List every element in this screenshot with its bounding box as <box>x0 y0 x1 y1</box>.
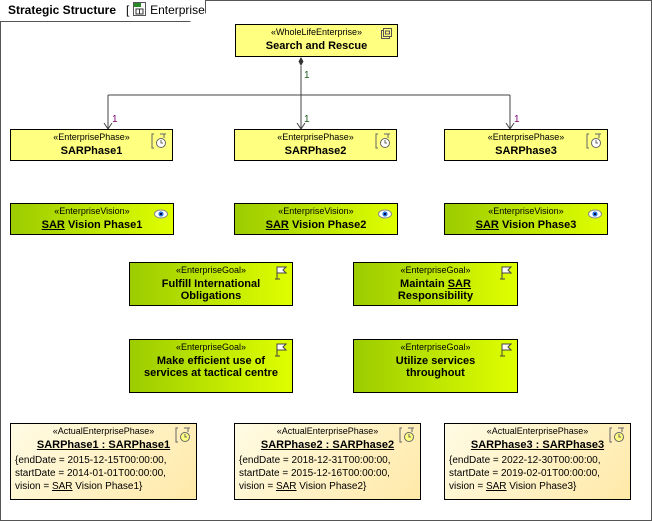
stereotype-label: «EnterprisePhase» <box>487 132 565 142</box>
block-name: Maintain <box>400 278 448 290</box>
multiplicity-label: 1 <box>514 114 520 125</box>
end-date-value: {endDate = 2018-12-31T00:00:00, <box>239 455 391 466</box>
enterprise-phase-block[interactable]: «EnterprisePhase» SARPhase1 <box>10 129 173 161</box>
eye-icon <box>588 209 602 219</box>
multiplicity-label: 1 <box>304 114 310 125</box>
stereotype-label: «EnterpriseVision» <box>488 206 564 216</box>
start-date-value: startDate = 2015-12-16T00:00:00, <box>239 468 390 479</box>
flag-icon <box>500 266 512 280</box>
sar-link[interactable]: SAR <box>265 219 289 231</box>
stereotype-label: «ActualEnterprisePhase» <box>52 426 155 436</box>
instance-name: SARPhase2 : SARPhase2 <box>260 439 395 451</box>
stereotype-label: «ActualEnterprisePhase» <box>276 426 379 436</box>
enterprise-goal-block[interactable]: «EnterpriseGoal» Make efficient use of s… <box>129 339 293 393</box>
stereotype-label: «EnterprisePhase» <box>277 132 354 142</box>
whole-life-enterprise-block[interactable]: «WholeLifeEnterprise» Search and Rescue <box>235 24 398 57</box>
vision-value: vision = SAR Vision Phase1} <box>15 481 143 492</box>
stereotype-label: «EnterprisePhase» <box>53 132 130 142</box>
multiplicity-label: 1 <box>112 114 118 125</box>
phase-clock-icon <box>375 133 390 149</box>
enterprise-vision-block[interactable]: «EnterpriseVision» SAR Vision Phase2 <box>234 203 398 235</box>
actual-enterprise-phase-block[interactable]: «ActualEnterprisePhase» SARPhase2 : SARP… <box>234 423 421 500</box>
stereotype-label: «EnterpriseGoal» <box>400 265 471 275</box>
stereotype-label: «EnterpriseGoal» <box>175 342 247 352</box>
actual-enterprise-phase-block[interactable]: «ActualEnterprisePhase» SARPhase3 : SARP… <box>444 423 631 500</box>
composite-icon <box>381 28 392 39</box>
stereotype-label: «EnterpriseGoal» <box>175 265 247 275</box>
block-name: Search and Rescue <box>265 40 368 52</box>
flag-icon <box>275 343 287 357</box>
block-name: Make efficient use of services at tactic… <box>144 355 278 379</box>
phase-clock-icon <box>586 133 601 149</box>
eye-icon <box>378 209 392 219</box>
phase-clock-icon <box>151 133 166 149</box>
sar-link[interactable]: SAR <box>475 219 499 231</box>
block-name: Responsibility <box>397 290 474 302</box>
block-name: Vision Phase2 <box>288 219 367 231</box>
diagram-title: Strategic Structure <box>8 3 117 17</box>
block-name: SARPhase1 <box>60 145 123 157</box>
enterprise-goal-block[interactable]: «EnterpriseGoal» Maintain SAR Responsibi… <box>353 262 518 306</box>
actual-enterprise-phase-block[interactable]: «ActualEnterprisePhase» SARPhase1 : SARP… <box>10 423 197 500</box>
phase-clock-icon <box>609 427 624 443</box>
enterprise-vision-block[interactable]: «EnterpriseVision» SAR Vision Phase1 <box>10 203 174 235</box>
block-name: Vision Phase1 <box>64 219 143 231</box>
vision-value: vision = SAR Vision Phase2} <box>239 481 367 492</box>
stereotype-label: «WholeLifeEnterprise» <box>270 27 363 37</box>
end-date-value: {endDate = 2015-12-15T00:00:00, <box>15 455 167 466</box>
start-date-value: startDate = 2019-02-01T00:00:00, <box>449 468 600 479</box>
diagram-kind: Enterprise <box>150 3 205 17</box>
sar-link[interactable]: SAR <box>447 278 471 290</box>
multiplicity-label: 1 <box>304 70 310 81</box>
sar-link[interactable]: SAR <box>275 481 297 492</box>
vision-value: vision = SAR Vision Phase3} <box>449 481 577 492</box>
eye-icon <box>154 209 168 219</box>
block-name: Fulfill International Obligations <box>161 278 261 302</box>
block-name: SARPhase2 <box>284 145 347 157</box>
diagram-frame-header: Strategic Structure [ Enterprise ] <box>0 0 206 22</box>
instance-name: SARPhase3 : SARPhase3 <box>470 439 605 451</box>
flag-icon <box>275 266 287 280</box>
sar-link[interactable]: SAR <box>41 219 65 231</box>
stereotype-label: «EnterpriseVision» <box>278 206 354 216</box>
structure-diagram-icon <box>132 2 146 16</box>
stereotype-label: «ActualEnterprisePhase» <box>486 426 589 436</box>
block-name: Utilize services throughout <box>395 355 476 379</box>
enterprise-phase-block[interactable]: «EnterprisePhase» SARPhase3 <box>444 129 608 161</box>
sar-link[interactable]: SAR <box>51 481 73 492</box>
instance-name: SARPhase1 : SARPhase1 <box>36 439 171 451</box>
enterprise-goal-block[interactable]: «EnterpriseGoal» Fulfill International O… <box>129 262 293 306</box>
phase-clock-icon <box>399 427 414 443</box>
flag-icon <box>500 343 512 357</box>
start-date-value: startDate = 2014-01-01T00:00:00, <box>15 468 166 479</box>
enterprise-vision-block[interactable]: «EnterpriseVision» SAR Vision Phase3 <box>444 203 608 235</box>
end-date-value: {endDate = 2022-12-30T00:00:00, <box>449 455 601 466</box>
sar-link[interactable]: SAR <box>485 481 507 492</box>
enterprise-goal-block[interactable]: «EnterpriseGoal» Utilize services throug… <box>353 339 518 393</box>
stereotype-label: «EnterpriseGoal» <box>400 342 471 352</box>
enterprise-phase-block[interactable]: «EnterprisePhase» SARPhase2 <box>234 129 397 161</box>
stereotype-label: «EnterpriseVision» <box>54 206 130 216</box>
block-name: Vision Phase3 <box>498 219 577 231</box>
composition-diamond <box>298 57 304 66</box>
block-name: SARPhase3 <box>495 145 557 157</box>
phase-clock-icon <box>175 427 190 443</box>
